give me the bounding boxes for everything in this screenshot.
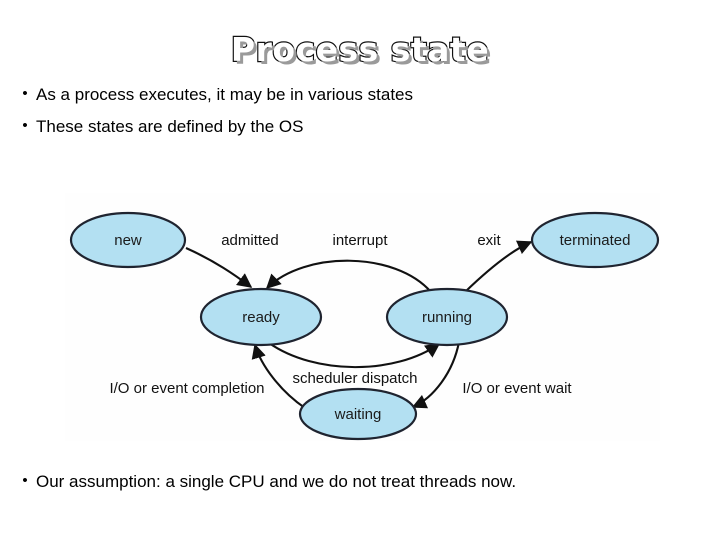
title-container: Process state — [0, 29, 720, 70]
bullet-marker-icon: • — [22, 116, 28, 134]
list-item: • As a process executes, it may be in va… — [14, 83, 704, 108]
list-item: • Our assumption: a single CPU and we do… — [14, 470, 704, 495]
node-terminated[interactable]: terminated — [530, 211, 660, 269]
node-new[interactable]: new — [69, 211, 187, 269]
node-label: waiting — [334, 406, 382, 423]
node-label: running — [422, 309, 472, 326]
edge-label-exit: exit — [477, 232, 501, 249]
bullet-text: These states are defined by the OS — [36, 116, 304, 136]
edge-labels: admitted interrupt exit scheduler dispat… — [109, 232, 572, 397]
edge-io-event-completion — [251, 343, 306, 409]
edge-label-io-event-wait: I/O or event wait — [462, 380, 572, 397]
edge-io-event-wait — [411, 341, 461, 409]
node-shape — [199, 287, 323, 347]
node-shape — [385, 287, 509, 347]
edge-label-admitted: admitted — [221, 232, 279, 249]
edge-scheduler-dispatch — [268, 342, 441, 369]
list-item: • These states are defined by the OS — [14, 115, 704, 140]
node-waiting[interactable]: waiting — [298, 387, 418, 441]
edge-label-io-event-completion: I/O or event completion — [109, 380, 264, 397]
diagram-svg: new ready running terminated waiting — [69, 211, 660, 441]
node-running[interactable]: running — [385, 287, 509, 347]
bullet-text: Our assumption: a single CPU and we do n… — [36, 472, 517, 491]
node-label: terminated — [560, 232, 631, 249]
edge-paths — [185, 240, 533, 409]
bullet-list-bottom: • Our assumption: a single CPU and we do… — [14, 470, 704, 502]
edge-exit — [464, 240, 533, 293]
bullet-list-top: • As a process executes, it may be in va… — [14, 83, 704, 146]
bullet-marker-icon: • — [22, 85, 28, 102]
page-title: Process state — [230, 29, 490, 70]
edge-admitted — [185, 247, 253, 288]
node-label: ready — [242, 309, 280, 326]
edge-interrupt — [265, 259, 432, 293]
bullet-marker-icon: • — [22, 472, 28, 489]
process-state-diagram: new ready running terminated waiting — [65, 193, 660, 441]
node-shape — [530, 211, 660, 269]
edge-label-interrupt: interrupt — [332, 232, 388, 249]
node-label: new — [114, 232, 142, 249]
bullet-text: As a process executes, it may be in vari… — [36, 85, 414, 104]
edge-label-scheduler-dispatch: scheduler dispatch — [292, 370, 417, 387]
diagram-nodes: new ready running terminated waiting — [69, 211, 660, 441]
node-shape — [298, 387, 418, 441]
node-ready[interactable]: ready — [199, 287, 323, 347]
node-shape — [69, 211, 187, 269]
